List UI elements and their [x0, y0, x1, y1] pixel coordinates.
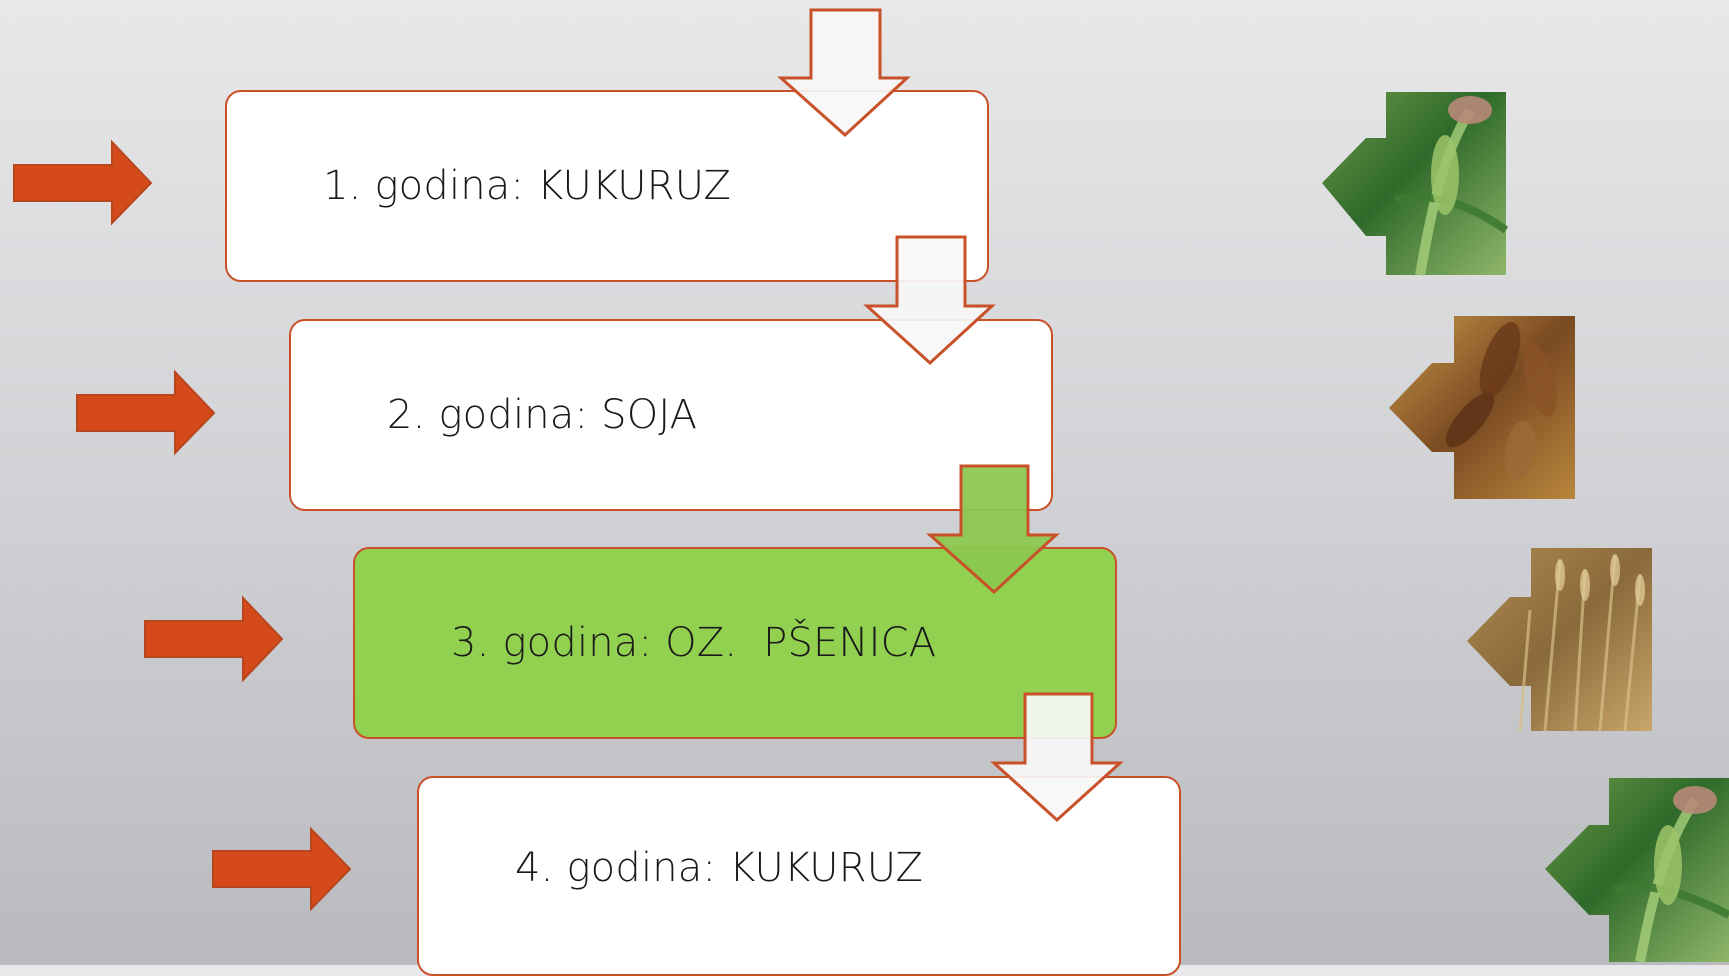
step-box-1: 1. godina: KUKURUZ: [225, 90, 989, 282]
crop-photo-wheat: [1467, 548, 1652, 732]
down-arrow-icon: [777, 8, 911, 138]
crop-photo-corn-2: [1545, 778, 1729, 963]
step-label-2: 2. godina: SOJA: [387, 392, 698, 438]
down-arrow-icon: [863, 235, 996, 366]
step-label-4: 4. godina: KUKURUZ: [515, 845, 924, 891]
crop-photo-corn-1: [1322, 92, 1509, 276]
down-arrow-icon: [990, 692, 1124, 823]
right-arrow-icon: [13, 139, 153, 226]
down-arrow-icon: [926, 464, 1060, 595]
right-arrow-icon: [144, 595, 284, 683]
step-label-1: 1. godina: KUKURUZ: [323, 163, 732, 209]
crop-photo-soybean: [1389, 316, 1575, 499]
right-arrow-icon: [212, 826, 352, 912]
step-label-3: 3. godina: OZ. PŠENICA: [451, 620, 937, 666]
right-arrow-icon: [76, 369, 216, 456]
